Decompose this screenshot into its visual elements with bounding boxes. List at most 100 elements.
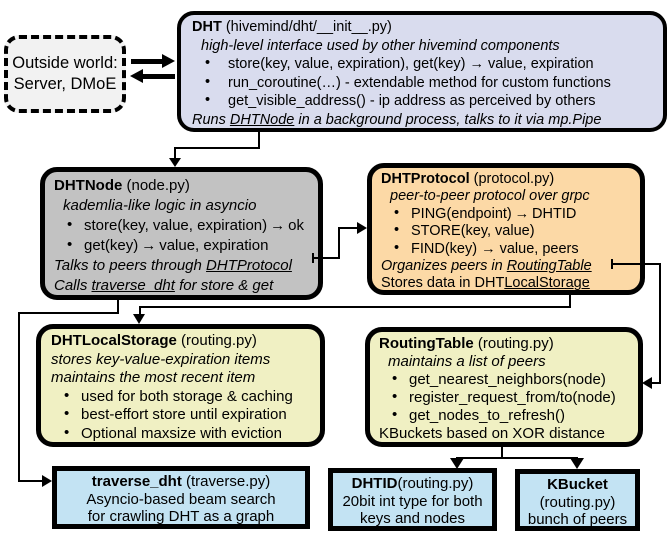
dht-footer-pre: Runs <box>192 111 230 128</box>
dhtid-box: DHTID(routing.py) 20bit int type for bot… <box>328 468 497 531</box>
arrowhead-right-icon <box>42 475 52 487</box>
dhtprotocol-note1-link: RoutingTable <box>506 258 592 275</box>
arrowhead-down-icon <box>169 158 181 167</box>
traverse-title: traverse_dht <box>91 473 182 490</box>
dht-bullet-1: store(key, value, expiration), get(key) … <box>192 54 661 74</box>
routing-title: RoutingTable <box>379 335 474 352</box>
dhtnode-note2-pre: Calls <box>54 277 92 294</box>
line <box>338 227 340 259</box>
line <box>569 295 571 308</box>
storage-title: DHTLocalStorage <box>51 332 177 349</box>
dhtprotocol-bullet-1: PING(endpoint) → DHTID <box>381 205 640 223</box>
dhtlocalstorage-box: DHTLocalStorage (routing.py) stores key-… <box>36 324 325 447</box>
line <box>313 257 340 259</box>
routing-tagline: maintains a list of peers <box>388 353 546 370</box>
dht-path: (hivemind/dht/__init__.py) <box>221 19 392 35</box>
dhtprotocol-path: (protocol.py) <box>469 171 555 187</box>
traverse-dht-box: traverse_dht (traverse.py) Asyncio-based… <box>52 466 310 529</box>
dhtprotocol-title-line: DHTProtocol (protocol.py) <box>381 171 640 188</box>
routing-bullet-3: get_nodes_to_refresh() <box>379 406 638 425</box>
dhtprotocol-bullet-3: FIND(key) → value, peers <box>381 240 640 258</box>
arrow-shaft <box>131 59 163 64</box>
kbucket-title-text: KBucket <box>547 476 608 493</box>
traverse-line1: Asyncio-based beam search <box>86 490 276 508</box>
line <box>258 131 260 149</box>
dhtnode-box: DHTNode (node.py) kademlia-like logic in… <box>40 167 323 300</box>
line <box>117 300 119 314</box>
line <box>18 480 43 482</box>
routing-title-line: RoutingTable (routing.py) <box>379 335 638 353</box>
dhtnode-note1-link: DHTProtocol <box>206 257 292 274</box>
kbucket-title: KBucket <box>520 476 635 494</box>
dhtnode-note1: Talks to peers through DHTProtocol <box>54 256 318 276</box>
dhtid-path: (routing.py) <box>397 475 474 492</box>
outside-world-line2: Server, DMoE <box>13 75 117 93</box>
outside-world-box: Outside world: Server, DMoE <box>4 35 126 113</box>
arrowhead-down-icon <box>133 314 145 324</box>
kbucket-box: KBucket (routing.py) bunch of peers <box>515 469 640 531</box>
line <box>18 312 20 482</box>
kbucket-line: bunch of peers <box>527 511 628 528</box>
line <box>338 227 358 229</box>
routingtable-box: RoutingTable (routing.py) maintains a li… <box>365 327 643 447</box>
dhtprotocol-note1-pre: Organizes peers in <box>381 258 507 275</box>
routing-bullet-2: register_request_from/to(node) <box>379 388 638 407</box>
dhtid-line1: 20bit int type for both <box>342 492 483 510</box>
routing-bullet-1: get_nearest_neighbors(node) <box>379 370 638 389</box>
traverse-line2: for crawling DHT as a graph <box>87 508 275 525</box>
line <box>612 263 661 265</box>
line <box>501 447 503 459</box>
storage-title-line: DHTLocalStorage (routing.py) <box>51 332 320 351</box>
storage-tagline1: stores key-value-expiration items <box>51 350 271 368</box>
storage-tagline2: maintains the most recent item <box>51 369 256 386</box>
dhtnode-title-line: DHTNode (node.py) <box>54 176 318 196</box>
dhtprotocol-note2-link: LocalStorage <box>504 275 590 292</box>
dhtnode-note2-link: traverse_dht <box>91 277 175 294</box>
dhtnode-title: DHTNode <box>54 177 123 194</box>
storage-bullet-2: best-effort store until expiration <box>51 405 320 425</box>
outside-world-line1: Outside world: <box>12 54 118 72</box>
routing-note: KBuckets based on XOR distance <box>379 425 605 442</box>
dhtid-line2: keys and nodes <box>359 510 466 527</box>
dhtprotocol-bullet-2: STORE(key, value) <box>381 222 640 240</box>
dht-bullet-2: run_coroutine(…) - extendable method for… <box>192 73 661 93</box>
dhtprotocol-note1: Organizes peers in RoutingTable <box>381 258 640 275</box>
traverse-path: (traverse.py) <box>181 473 271 490</box>
line <box>456 457 578 459</box>
arrowhead-left-icon <box>130 69 143 83</box>
line <box>659 263 661 384</box>
arrowhead-right-icon <box>357 222 367 234</box>
dhtnode-bullet-1: store(key, value, expiration) → ok <box>54 215 318 236</box>
line <box>651 382 661 384</box>
line <box>139 306 571 308</box>
dhtnode-path: (node.py) <box>122 177 190 194</box>
dhtnode-note2: Calls traverse_dht for store & get <box>54 276 318 296</box>
dhtnode-note1-pre: Talks to peers through <box>54 257 207 274</box>
dhtprotocol-title: DHTProtocol <box>381 171 470 187</box>
dht-title: DHT <box>192 19 222 35</box>
dhtnode-tagline: kademlia-like logic in asyncio <box>63 197 257 214</box>
storage-path: (routing.py) <box>176 332 257 349</box>
arrow-shaft <box>143 74 175 79</box>
traverse-title-line: traverse_dht (traverse.py) <box>57 473 305 491</box>
dht-footer-post: in a background process, talks to it via… <box>294 111 602 128</box>
dhtnode-bullet-2: get(key) → value, expiration <box>54 235 318 256</box>
dht-tagline: high-level interface used by other hivem… <box>201 37 560 54</box>
dhtprotocol-tagline: peer-to-peer protocol over grpc <box>390 188 590 205</box>
dht-bullet-3: get_visible_address() - ip address as pe… <box>192 91 661 111</box>
dhtid-title-line: DHTID(routing.py) <box>333 475 492 493</box>
line <box>139 306 141 315</box>
dht-box: DHT (hivemind/dht/__init__.py) high-leve… <box>177 11 667 132</box>
line <box>174 147 176 159</box>
storage-bullet-3: Optional maxsize with eviction <box>51 424 320 444</box>
arrowhead-down-icon <box>570 458 584 469</box>
arrowhead-down-icon <box>450 458 464 469</box>
dhtprotocol-box: DHTProtocol (protocol.py) peer-to-peer p… <box>367 163 645 295</box>
dht-footer: Runs DHTNode in a background process, ta… <box>192 111 661 130</box>
arrowhead-left-icon <box>642 377 652 389</box>
kbucket-path: (routing.py) <box>539 493 616 511</box>
dht-title-line: DHT (hivemind/dht/__init__.py) <box>192 18 661 37</box>
line <box>18 312 119 314</box>
dht-footer-link: DHTNode <box>229 111 295 128</box>
